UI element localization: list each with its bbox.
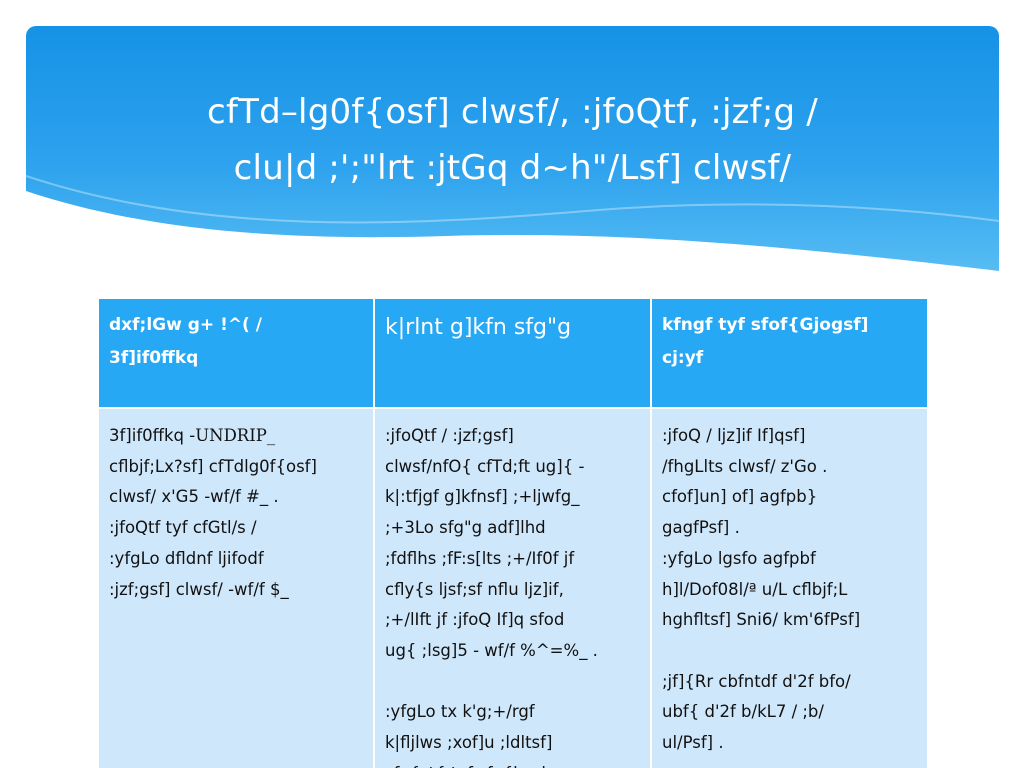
cell-2-line: :jfoQtf / :jzf;gsf] [385,426,514,445]
table-header-cell-2: k|rlnt g]kfn sfg"g [373,297,652,409]
cell-2-line: ;+3Lo sfg"g adf]lhd [385,518,546,538]
cell-1-first-prefix: 3f]if0ffkq - [109,426,196,445]
cell-3-line: ;jf]{Rr cbfntdf d'2f bfo/ [662,671,851,691]
cell-2-line: ug{ ;lsg]5 - wf/f %^=%_ . [385,640,598,660]
slide-title-line-1: cfTd–lg0f{osf] clwsf/, :jfoQtf, :jzf;g / [207,92,818,132]
table-row: 3f]if0ffkq -UNDRIP_ cflbjf;Lx?sf] cfTdlg… [97,406,927,768]
banner-wave-decoration [26,175,999,286]
cell-3-line: ubf{ d'2f b/kL7 / ;b/ [662,702,824,722]
header-1-line-1: dxf;lGw g+ !^( / [109,315,262,335]
cell-2-line: clwsf/nfO{ cfTd;ft ug]{ - [385,456,585,476]
cell-3-line: gagfPsf] . [662,518,740,538]
cell-3-line: ul/Psf] . [662,733,724,753]
cell-2-line: k|:tfjgf g]kfnsf] ;+ljwfg_ [385,487,580,507]
comparison-table: dxf;lGw g+ !^( / 3f]if0ffkq k|rlnt g]kfn… [97,297,927,768]
cell-1-line: cflbjf;Lx?sf] cfTdlg0f{osf] [109,456,317,476]
cell-3-paragraph-gap [662,636,921,667]
cell-2-line: ;fdflhs ;fF:s[lts ;+/If0f jf [385,548,575,568]
cell-2-line: ;+/lIft jf :jfoQ If]q sfod [385,610,565,630]
table-cell-implementation: :jfoQ / ljz]if If]qsf] /fhgLlts clwsf/ z… [650,406,927,768]
cell-2-line: cfly{s ljsf;sf nflu ljz]if, [385,579,564,599]
cell-3-line: :jfoQ / ljz]if If]qsf] [662,426,806,445]
cell-1-line: :yfgLo dfldnf ljifodf [109,548,264,568]
cell-1-line: 3f]if0ffkq -UNDRIP_ [109,421,367,452]
table-header-cell-3: kfngf tyf sfof{Gjogsf] cj:yf [650,297,927,409]
header-3-line-1: kfngf tyf sfof{Gjogsf] [662,315,869,335]
cell-1-line: :jfoQtf tyf cfGtl/s / [109,518,257,538]
header-3-line-2: cj:yf [662,348,704,368]
cell-1-line: clwsf/ x'G5 -wf/f #_ . [109,487,279,507]
title-banner: cfTd–lg0f{osf] clwsf/, :jfoQtf, :jzf;g /… [26,26,999,286]
cell-3-line: /fhgLlts clwsf/ z'Go . [662,456,828,476]
cell-1-line: :jzf;gsf] clwsf/ -wf/f $_ [109,579,289,599]
cell-3-line: hghfltsf] Sni6/ km'6fPsf] [662,610,861,630]
slide-title: cfTd–lg0f{osf] clwsf/, :jfoQtf, :jzf;g /… [26,84,999,196]
cell-2-line: :yfgLo tx k'g;+/rgf [385,702,535,722]
cell-2-paragraph-gap [385,667,644,698]
cell-3-line: cfof]un] of] agfpb} [662,487,818,507]
header-1-line-2: 3f]if0ffkq [109,348,199,368]
cell-2-line: k|fljlws ;xof]u ;ldltsf] [385,733,553,753]
table-header-row: dxf;lGw g+ !^( / 3f]if0ffkq k|rlnt g]kfn… [97,297,927,409]
table-cell-declaration: 3f]if0ffkq -UNDRIP_ cflbjf;Lx?sf] cfTdlg… [97,406,375,768]
cell-2-line: sfo{zt{ tyf sfo{lawl [385,759,644,768]
cell-3-line: h]l/Dof08l/ª u/L cflbjf;L [662,579,848,599]
cell-1-first-serif: UNDRIP_ [195,426,276,445]
table-cell-nepal-law: :jfoQtf / :jzf;gsf] clwsf/nfO{ cfTd;ft u… [373,406,652,768]
slide-title-line-2: clu|d ;';"lrt :jtGq d~h"/Lsf] clwsf/ [233,148,792,188]
header-2-line-1: k|rlnt g]kfn sfg"g [385,315,572,340]
table-header-cell-1: dxf;lGw g+ !^( / 3f]if0ffkq [97,297,375,409]
cell-3-line: :yfgLo lgsfo agfpbf [662,548,816,568]
comparison-table-wrapper: dxf;lGw g+ !^( / 3f]if0ffkq k|rlnt g]kfn… [97,297,927,768]
